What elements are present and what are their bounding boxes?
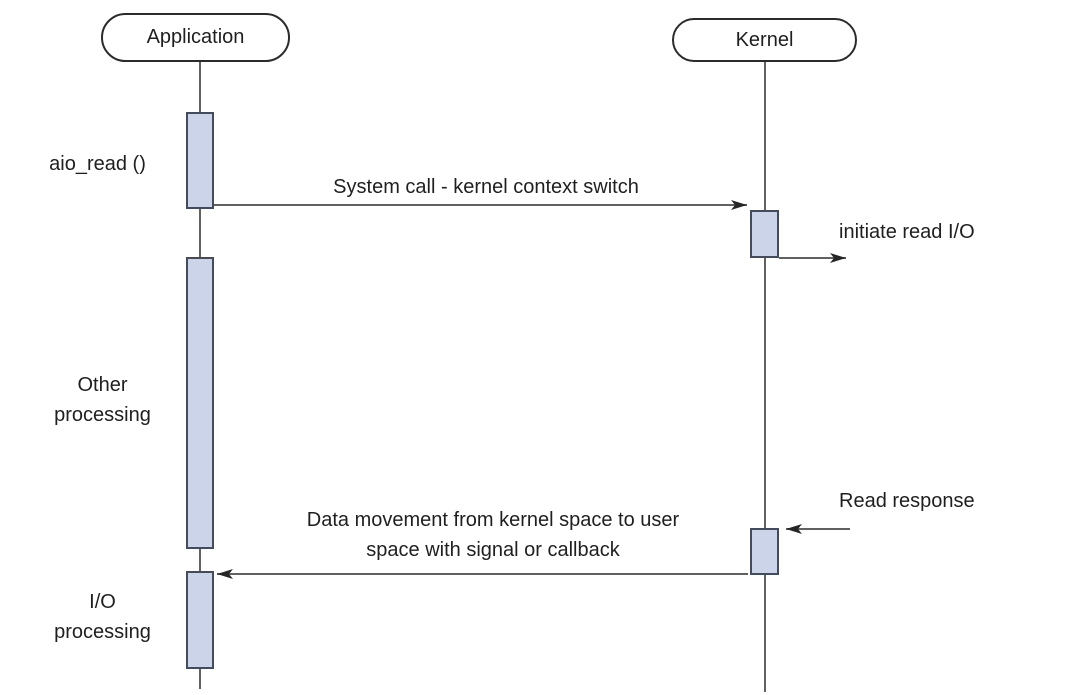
other-processing-line2: processing [54, 404, 151, 426]
other-processing-activation-bar [186, 257, 214, 549]
lifeline-head-kernel: Kernel [672, 18, 857, 62]
system-call-label: System call - kernel context switch [333, 176, 639, 198]
aio-read-activation-bar [186, 112, 214, 209]
kernel-response-activation-bar [750, 528, 779, 575]
data-movement-line1: Data movement from kernel space to user [306, 509, 680, 531]
data-movement-label: Data movement from kernel space to user … [253, 505, 733, 565]
initiate-read-label: initiate read I/O [839, 221, 975, 243]
io-processing-label: I/O processing [35, 587, 170, 647]
other-processing-label: Other processing [35, 370, 170, 430]
kernel-initiate-activation-bar [750, 210, 779, 258]
kernel-label: Kernel [735, 28, 794, 51]
read-response-label: Read response [839, 490, 975, 512]
application-label: Application [146, 26, 245, 48]
io-processing-line1: I/O [89, 591, 116, 613]
data-movement-line2: space with signal or callback [366, 539, 620, 561]
other-processing-line1: Other [77, 374, 128, 396]
aio-read-label: aio_read () [49, 153, 146, 175]
io-processing-line2: processing [54, 621, 151, 643]
lifeline-head-application: Application [101, 13, 290, 62]
io-processing-activation-bar [186, 571, 214, 669]
